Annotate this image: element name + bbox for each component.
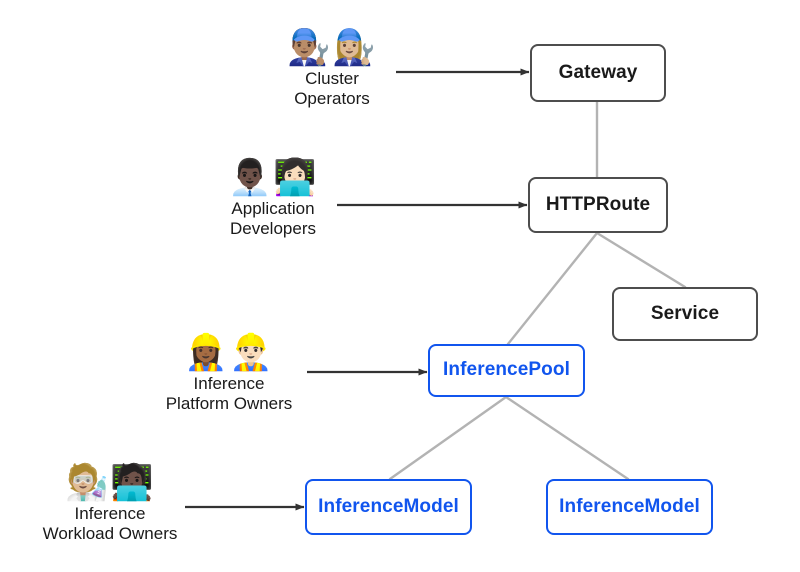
persona-people-icon: 👷🏾‍♀️👷🏻‍♂️ (184, 333, 274, 373)
persona-people-icon: 👨🏿‍💼👩🏻‍💻 (228, 158, 318, 198)
node-service[interactable]: Service (612, 287, 758, 341)
node-inferencemodel2[interactable]: InferenceModel (546, 479, 713, 535)
persona-label: Cluster Operators (294, 68, 370, 109)
persona-label: Application Developers (230, 198, 316, 239)
persona-cluster-operators: 👨🏽‍🔧👩🏼‍🔧Cluster Operators (232, 30, 432, 110)
node-label: InferencePool (443, 359, 570, 381)
node-inferencepool[interactable]: InferencePool (428, 344, 585, 397)
edge-pool-to-model-right (504, 395, 630, 481)
edge-httproute-to-service (595, 231, 687, 289)
node-label: InferenceModel (559, 495, 700, 517)
edge-pool-to-model-left (388, 395, 508, 481)
persona-inference-platform-owners: 👷🏾‍♀️👷🏻‍♂️Inference Platform Owners (129, 335, 329, 415)
persona-inference-workload-owners: 🧑🏼‍🔬🧑🏿‍💻Inference Workload Owners (10, 465, 210, 545)
persona-application-developers: 👨🏿‍💼👩🏻‍💻Application Developers (173, 160, 373, 240)
node-label: Service (650, 302, 720, 324)
persona-arrows (185, 68, 530, 511)
persona-label: Inference Platform Owners (165, 373, 293, 414)
persona-people-icon: 🧑🏼‍🔬🧑🏿‍💻 (65, 463, 155, 503)
persona-label: Inference Workload Owners (42, 503, 178, 544)
node-httproute[interactable]: HTTPRoute (528, 177, 668, 233)
node-label: HTTPRoute (545, 193, 651, 215)
node-inferencemodel1[interactable]: InferenceModel (305, 479, 472, 535)
node-label: Gateway (558, 61, 638, 83)
edge-httproute-to-inferencepool (506, 231, 599, 346)
persona-people-icon: 👨🏽‍🔧👩🏼‍🔧 (287, 28, 377, 68)
node-label: InferenceModel (318, 495, 459, 517)
node-gateway[interactable]: Gateway (530, 44, 666, 102)
